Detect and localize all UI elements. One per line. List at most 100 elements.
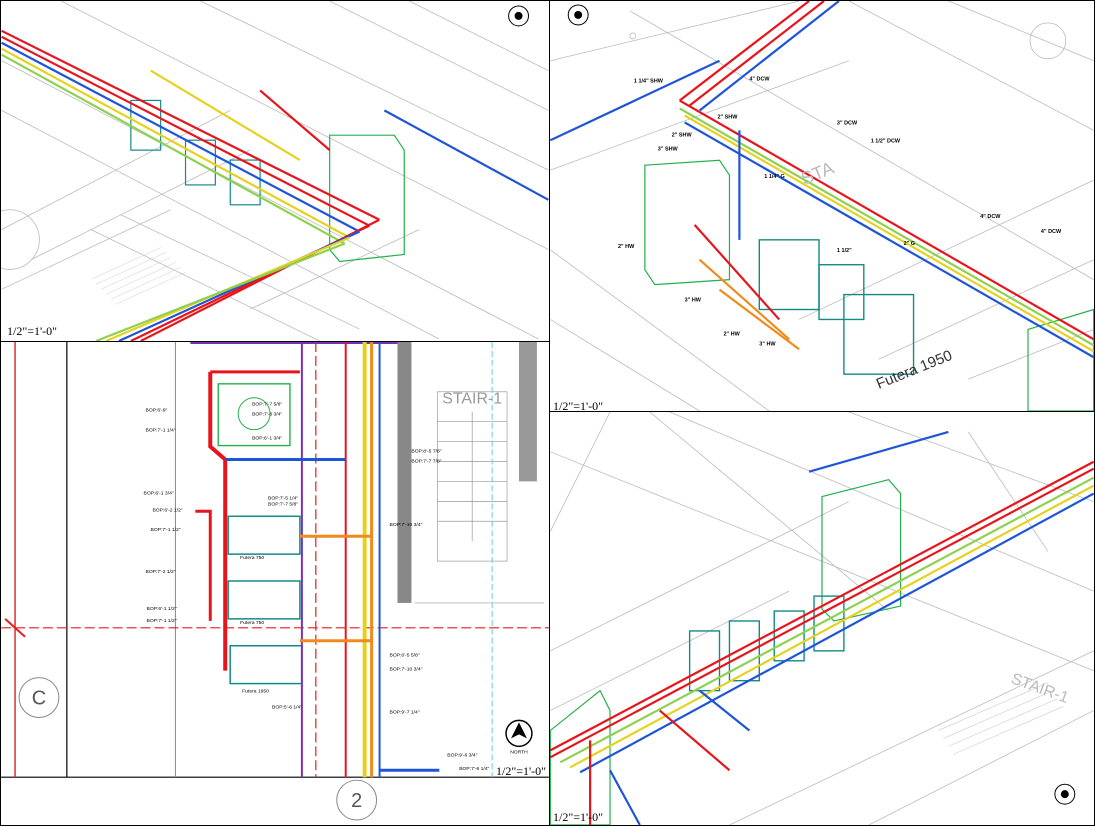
bop-labels: BOP:6'-9" BOP:7'-1 1/4" BOP:6'-1 3/4" BO… — [144, 402, 490, 772]
stair-label: STAIR-1 — [442, 391, 502, 408]
stair-label: STAIR-1 — [1009, 670, 1071, 706]
isometric-view-bottom-right[interactable]: STAIR-1 1/2"=1'-0" — [549, 411, 1095, 826]
bop-label: BOP:7'-10 3/4" — [390, 522, 423, 528]
bop-label: BOP:6'-1 3/4" — [144, 490, 174, 496]
bop-label: BOP:9'-7 1/4" — [390, 709, 420, 715]
water-heater-unit — [773, 610, 805, 662]
callout-pipe-label: 2" SHW — [718, 114, 739, 120]
callout-pipe-label: 2" HW — [723, 331, 740, 337]
north-label: NORTH — [510, 749, 528, 755]
bop-label: BOP:7'-8 3/4" — [252, 412, 282, 418]
callout-pipe-label: 1 1/4" SHW — [634, 79, 664, 85]
iso-drawing-top-right: 1 1/4" SHW 4" DCW 2" SHW 3" DCW 2" SHW 1… — [550, 1, 1094, 411]
isometric-view-top-left[interactable]: 1/2"=1'-0" — [0, 0, 550, 342]
bop-label: BOP:6'-2 1/2" — [153, 507, 183, 513]
plan-view[interactable]: C 2 STAIR-1 Futera 750 Futera 750 Futera… — [0, 341, 550, 826]
bop-label: BOP:7'-7 7/8" — [411, 459, 441, 465]
wall-column — [518, 342, 537, 482]
callout-pipe-label: 3" HW — [759, 341, 776, 347]
callout-pipe-label: 2" SHW — [672, 132, 693, 138]
building-linework — [1, 1, 549, 341]
bop-label: BOP:6'-9" — [146, 408, 168, 414]
stair-label: STA — [798, 158, 837, 189]
tank-enclosure — [550, 689, 611, 825]
callout-pipe-label: 2" HW — [618, 244, 635, 250]
tank-enclosure — [1027, 308, 1094, 411]
callout-pipe-label: 3" HW — [685, 298, 702, 304]
compass-icon — [508, 5, 530, 27]
storage-tank — [237, 397, 271, 431]
pipe-runs — [1, 29, 549, 341]
building-linework — [550, 412, 1094, 825]
bop-label: BOP:6'-1 1/2" — [147, 606, 177, 612]
iso-drawing-bottom-right: STAIR-1 — [550, 412, 1094, 825]
building-linework — [550, 1, 1094, 411]
callout-pipe-label: 1 1/4" G — [764, 174, 785, 180]
callout-pipe-label: 4" DCW — [749, 77, 770, 83]
equipment-label: Futera 750 — [240, 620, 264, 626]
bop-label: BOP:7'-5 1/4" — [268, 495, 298, 501]
room-label: Futera 1950 — [874, 347, 955, 393]
stair-treads — [938, 682, 1063, 755]
grid-bubble-2 — [336, 779, 378, 821]
water-heater-unit — [813, 595, 845, 652]
bop-label: BOP:7'-7 5/8" — [268, 501, 298, 507]
scale-label: 1/2"=1'-0" — [553, 810, 604, 824]
callout-pipe-label: 3" DCW — [837, 120, 858, 126]
water-heater-unit — [229, 644, 303, 685]
isometric-view-top-right[interactable]: 1 1/4" SHW 4" DCW 2" SHW 3" DCW 2" SHW 1… — [549, 0, 1095, 412]
bop-label: BOP:7'-2 1/2" — [146, 569, 176, 575]
stair-outline — [414, 391, 544, 604]
compass-icon-center — [574, 10, 583, 19]
bop-label: BOP:7'-7 5/8" — [252, 402, 282, 408]
bop-label: BOP:8'-5 7/8" — [411, 449, 441, 455]
tank-enclosure — [644, 159, 731, 286]
bop-label: BOP:9'-6 3/4" — [447, 752, 477, 758]
wall-column — [397, 342, 412, 603]
callout-pipe-label: 3" SHW — [658, 146, 679, 152]
compass-icon-center — [514, 11, 523, 20]
water-heater-unit — [818, 264, 865, 321]
scale-label: 1/2"=1'-0" — [7, 324, 58, 338]
iso-drawing-top-left — [1, 1, 549, 341]
compass-icon — [1054, 783, 1076, 805]
callout-pipe-label: 4" DCW — [980, 214, 1001, 220]
water-heater-unit — [227, 515, 301, 555]
bop-label: BOP:6'-1 3/4" — [252, 436, 282, 442]
bop-label: BOP:7'-1 1/2" — [151, 527, 181, 533]
callout-pipe-label: 2" G — [904, 241, 915, 247]
water-heater-unit — [229, 159, 261, 206]
water-heater-unit — [227, 580, 301, 620]
grid-bubble-c — [18, 677, 60, 718]
tank-enclosure — [217, 383, 291, 447]
pipe-runs — [550, 430, 1094, 825]
pipe-runs — [190, 342, 440, 778]
bop-label: BOP:6'-5 5/8" — [390, 653, 420, 659]
bop-label: BOP:7'-1 1/4" — [146, 428, 176, 434]
bop-label: BOP:7'-6 1/4" — [459, 766, 489, 772]
north-arrow-icon-pointer — [511, 722, 527, 739]
pipe-callouts: 1 1/4" SHW 4" DCW 2" SHW 3" DCW 2" SHW 1… — [618, 77, 1062, 348]
callout-pipe-label: 1 1/2" DCW — [871, 138, 901, 144]
equipment-label: Futera 750 — [240, 555, 264, 561]
bop-label: BOP:7'-10 3/4" — [390, 667, 423, 673]
compass-icon — [567, 4, 589, 26]
scale-label: 1/2"=1'-0" — [496, 764, 547, 778]
water-heater-unit — [184, 139, 216, 186]
callout-pipe-label: 4" DCW — [1041, 229, 1062, 235]
equipment-label: Futera 1950 — [242, 689, 269, 695]
bop-label: BOP:5'-6 1/4" — [272, 704, 302, 710]
stair-treads — [90, 247, 186, 305]
grid-mark — [4, 618, 26, 638]
scale-label: 1/2"=1'-0" — [553, 399, 604, 412]
tank-enclosure — [821, 479, 902, 622]
water-heater-unit — [843, 293, 915, 375]
water-heater-unit — [758, 239, 820, 311]
compass-icon-center — [1060, 790, 1069, 799]
grid-bubble-c-label: C — [32, 687, 46, 709]
bop-label: BOP:7'-1 1/2" — [147, 618, 177, 624]
plan-drawing: C 2 STAIR-1 Futera 750 Futera 750 Futera… — [1, 342, 549, 821]
grid-bubble-2-label: 2 — [351, 790, 362, 812]
pipe-runs — [550, 1, 1094, 359]
water-heater-unit — [728, 620, 761, 682]
